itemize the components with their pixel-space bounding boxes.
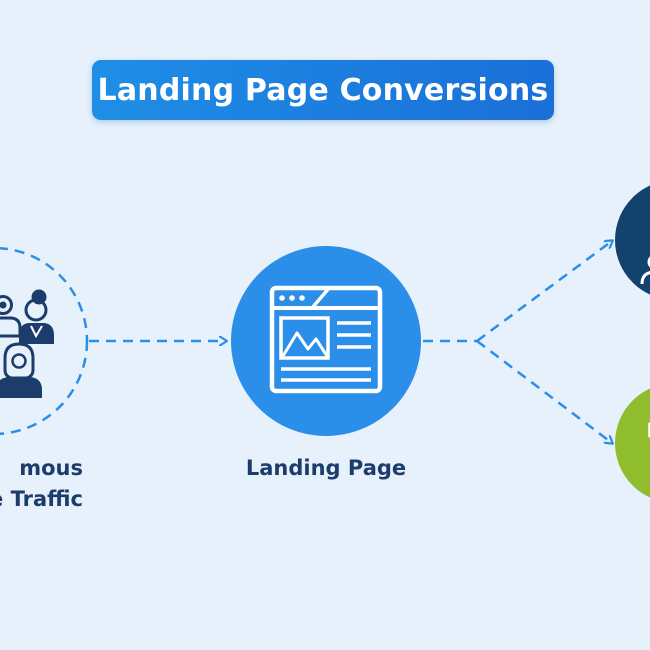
traffic-node <box>0 246 89 436</box>
diagram-title: Landing Page Conversions <box>97 72 549 108</box>
traffic-label: mous e Traffic <box>0 453 83 515</box>
branch-connector <box>423 241 612 443</box>
branch-to-bottom-arrow <box>476 340 612 443</box>
top-outcome-node <box>615 185 650 295</box>
top-outcome-circle <box>615 185 650 295</box>
person-icon <box>640 256 650 285</box>
title-banner: Landing Page Conversions <box>92 60 554 120</box>
landing-page-label: Landing Page <box>245 456 407 480</box>
branch-to-top-arrow <box>476 241 612 343</box>
traffic-dashed-circle <box>0 246 89 436</box>
people-group-icon <box>0 289 54 398</box>
bottom-outcome-circle <box>615 388 650 498</box>
landing-page-node <box>231 246 421 436</box>
traffic-label-line2: e Traffic <box>0 487 83 511</box>
traffic-label-line1: mous <box>19 456 83 480</box>
webpage-icon <box>269 285 383 394</box>
landing-page-circle <box>231 246 421 436</box>
bottom-outcome-node <box>615 388 650 498</box>
